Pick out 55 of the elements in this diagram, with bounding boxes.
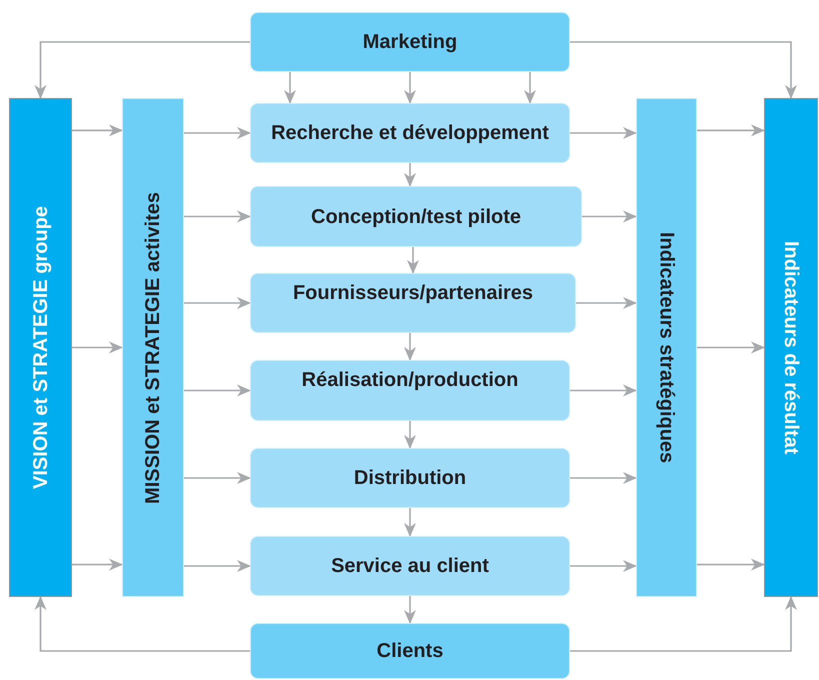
arrow xyxy=(284,72,296,104)
arrow xyxy=(407,247,419,274)
box-label: Réalisation/production xyxy=(302,368,518,393)
arrow xyxy=(34,596,250,652)
bar-label: Indicateurs stratégiques xyxy=(654,232,678,464)
arrow xyxy=(404,596,416,624)
arrow xyxy=(697,342,765,354)
box-label: Service au client xyxy=(331,554,489,579)
arrow xyxy=(34,41,250,99)
arrow xyxy=(576,297,637,309)
arrow xyxy=(72,342,123,354)
bar-label: Indicateurs de résultat xyxy=(779,240,803,454)
arrow xyxy=(72,124,123,136)
arrow xyxy=(404,163,416,187)
arrow xyxy=(404,508,416,537)
bar-label: VISION et STRATEGIE groupe xyxy=(28,206,52,489)
arrow xyxy=(404,333,416,361)
arrow xyxy=(184,297,251,309)
box-label: Distribution xyxy=(354,466,466,491)
arrow xyxy=(184,560,251,572)
vertical-bar xyxy=(9,98,72,597)
arrow xyxy=(582,210,637,222)
arrow xyxy=(697,124,765,136)
arrow xyxy=(184,472,251,484)
arrow xyxy=(524,72,536,104)
arrow xyxy=(184,210,251,222)
arrow xyxy=(570,472,637,484)
process-box xyxy=(250,103,570,163)
box-label: Recherche et développement xyxy=(271,121,549,146)
box-label: Marketing xyxy=(362,30,458,55)
process-box xyxy=(250,12,570,72)
box-label: Clients xyxy=(376,639,444,664)
arrow xyxy=(570,127,637,139)
arrow xyxy=(570,384,637,396)
arrow xyxy=(184,384,251,396)
process-box xyxy=(250,186,582,247)
process-box xyxy=(250,536,570,596)
arrow xyxy=(184,127,251,139)
box-label: Conception/test pilote xyxy=(311,204,521,230)
arrow xyxy=(404,421,416,449)
process-box xyxy=(250,360,570,421)
vertical-bar xyxy=(764,98,818,597)
arrow xyxy=(697,558,765,571)
process-box xyxy=(250,273,576,333)
arrow xyxy=(72,558,123,571)
process-box xyxy=(250,448,570,508)
arrow xyxy=(570,41,797,99)
arrow xyxy=(404,72,416,104)
arrow xyxy=(570,596,797,652)
box-label: Fournisseurs/partenaires xyxy=(292,281,534,306)
vertical-bar xyxy=(122,98,184,597)
bar-label: MISSION et STRATEGIE activites xyxy=(141,192,165,504)
arrow xyxy=(570,560,637,572)
process-box xyxy=(250,623,570,679)
vertical-bar xyxy=(636,98,697,597)
